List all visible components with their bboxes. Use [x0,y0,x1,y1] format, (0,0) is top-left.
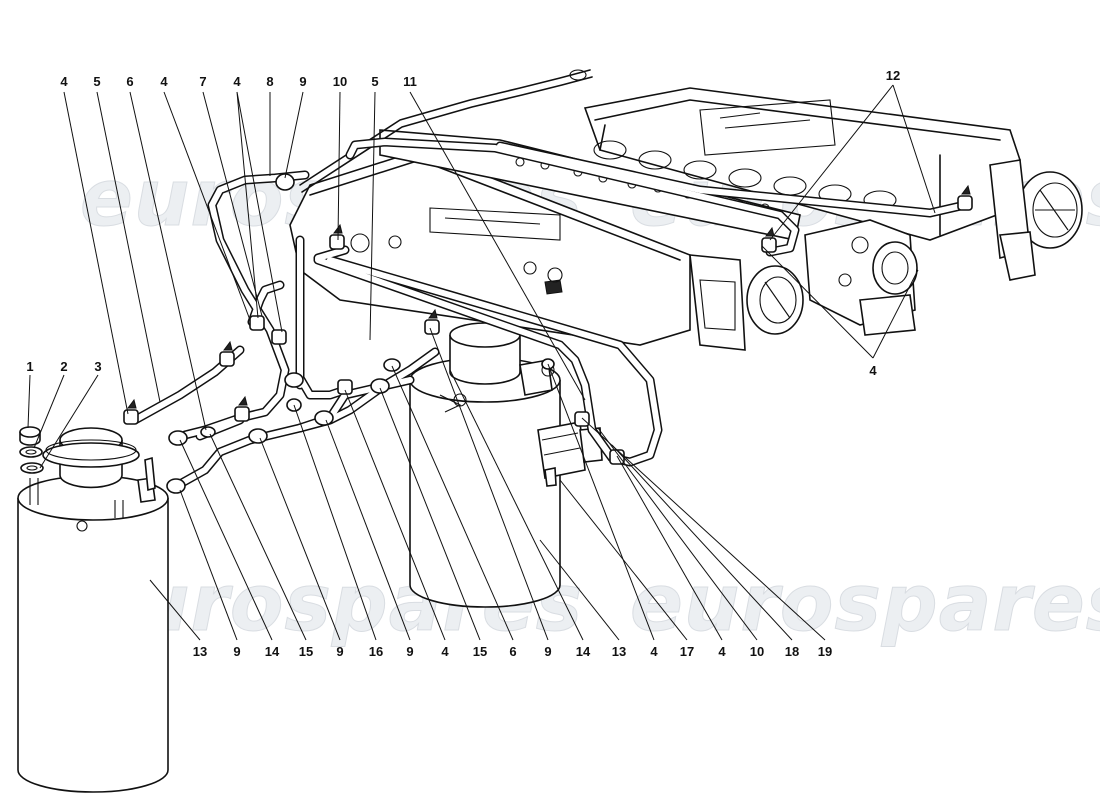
front-intake-plenum [289,149,691,346]
callout-label: 5 [371,74,378,89]
callout-label: 6 [509,644,516,659]
callout-label: 14 [265,644,280,659]
callout-label: 9 [406,644,413,659]
callout-label: 16 [369,644,383,659]
callout-label: 13 [612,644,626,659]
callout-label: 4 [60,74,68,89]
callout-label: 11 [403,74,417,89]
callout-label: 15 [299,644,313,659]
leader-lines [27,84,936,641]
callout-label: 9 [544,644,551,659]
callout-label: 9 [299,74,306,89]
callout-label: 7 [199,74,206,89]
hose-clamps [123,184,973,465]
rear-throttle-body [989,159,1083,281]
callout-label: 9 [336,644,343,659]
callout-label: 19 [818,644,832,659]
callout-label: 4 [869,363,877,378]
carbon-canister-left [17,427,169,793]
callout-label: 4 [718,644,726,659]
callout-label: 4 [650,644,658,659]
callout-label: 5 [93,74,100,89]
callout-label: 10 [750,644,764,659]
callout-label: 12 [886,68,900,83]
callout-label: 9 [233,644,240,659]
carbon-canister-center [409,322,561,608]
callout-labels-left: 1 2 3 [26,359,101,374]
callout-label: 4 [160,74,168,89]
callout-label: 18 [785,644,799,659]
washers [19,426,44,474]
callout-label: 1 [26,359,33,374]
watermark-text: eurospares [630,559,1100,649]
callout-label: 15 [473,644,487,659]
front-throttle-body [689,254,804,351]
callout-label: 10 [333,74,347,89]
callout-label: 2 [60,359,67,374]
callout-label: 6 [126,74,133,89]
callout-labels-right: 4 [869,363,877,378]
callout-label: 3 [94,359,101,374]
callout-label: 8 [266,74,273,89]
callout-labels-bottom: 13 9 14 15 9 16 9 4 15 6 9 14 13 4 17 4 … [193,644,832,659]
callout-label: 17 [680,644,694,659]
throttle-valve-housing [804,219,918,336]
callout-labels-top: 4 5 6 4 7 4 8 9 10 5 11 12 [60,68,900,89]
callout-label: 4 [233,74,241,89]
callout-label: 13 [193,644,207,659]
callout-label: 4 [441,644,449,659]
callout-label: 14 [576,644,591,659]
